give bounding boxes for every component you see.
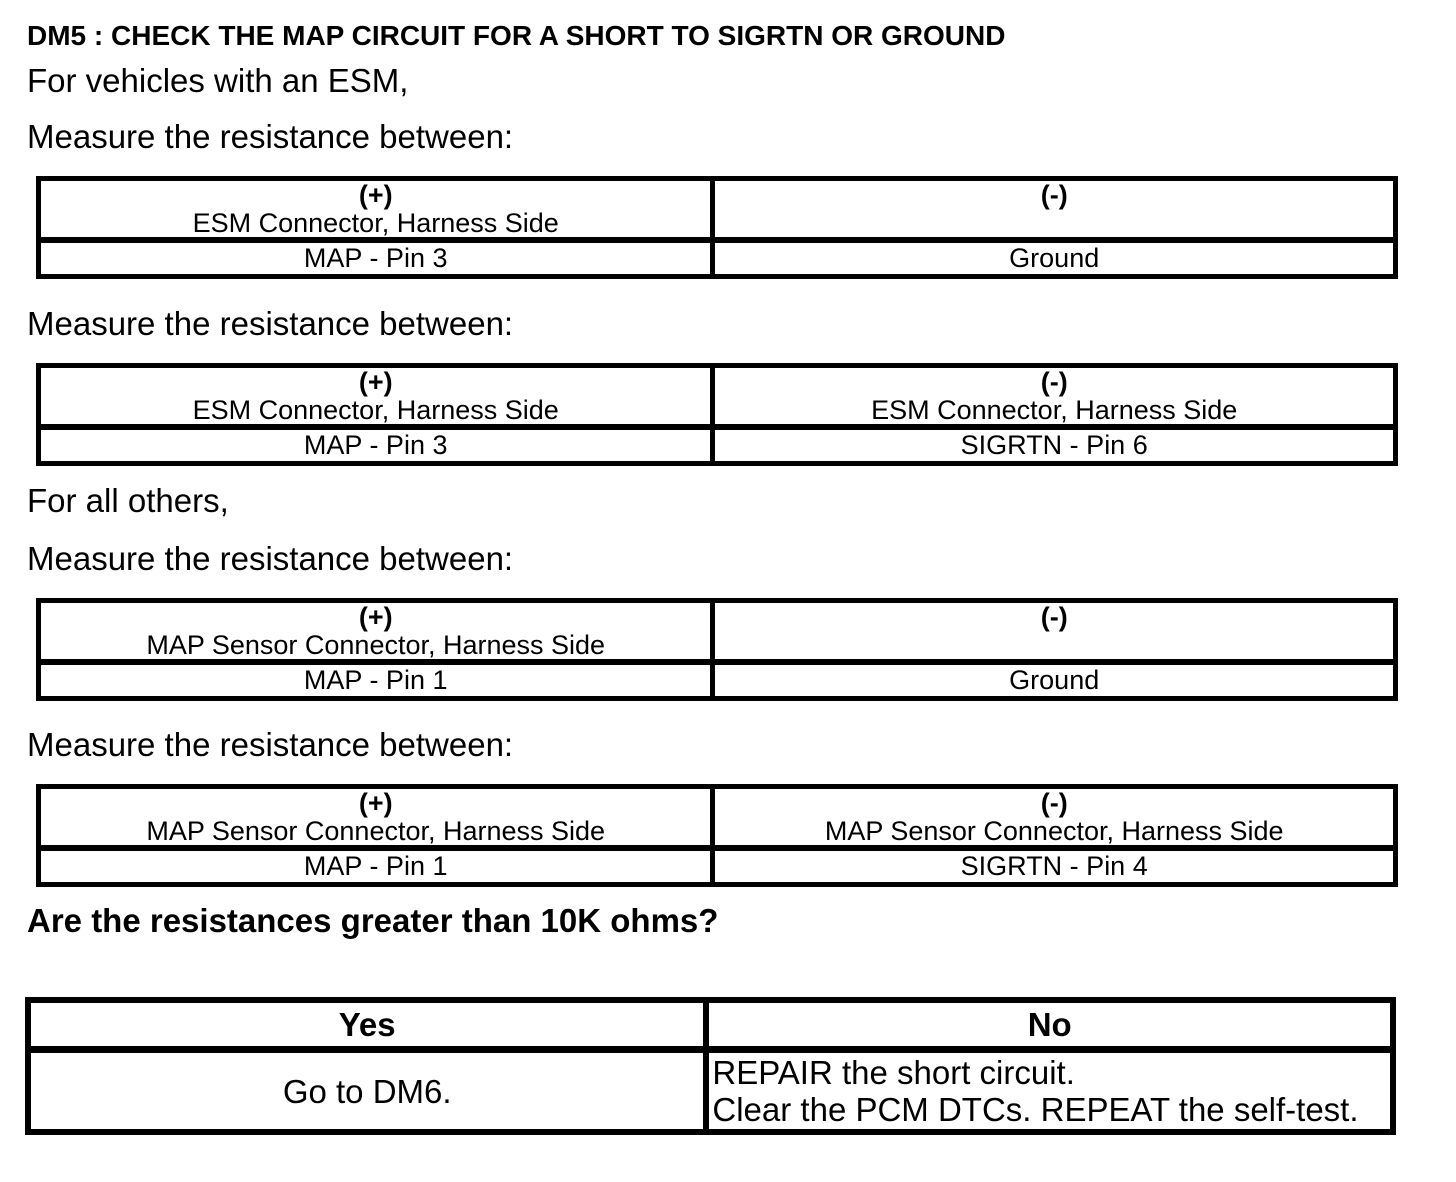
table-data-row: MAP - Pin 1 SIGRTN - Pin 4: [35, 845, 1398, 887]
measure-prompt-2: Measure the resistance between:: [27, 305, 514, 342]
minus-header-cell: (-): [710, 176, 1398, 243]
plus-pin-cell: MAP - Pin 1: [35, 659, 716, 701]
table-header-row: (+) MAP Sensor Connector, Harness Side (…: [35, 598, 1398, 665]
table-data-row: MAP - Pin 3 SIGRTN - Pin 6: [35, 424, 1398, 466]
minus-pin-cell: Ground: [710, 659, 1398, 701]
plus-pin-cell: MAP - Pin 3: [35, 237, 716, 279]
measure-prompt-4: Measure the resistance between:: [27, 726, 514, 763]
para-esm-intro: For vehicles with an ESM,: [27, 62, 409, 99]
plus-pin-cell: MAP - Pin 3: [35, 424, 716, 466]
plus-header-cell: (+) MAP Sensor Connector, Harness Side: [35, 598, 716, 665]
table-data-row: MAP - Pin 3 Ground: [35, 237, 1398, 279]
no-header-cell: No: [703, 997, 1396, 1053]
minus-connector-label: [715, 631, 1393, 659]
no-action-line-2: Clear the PCM DTCs. REPEAT the self-test…: [712, 1091, 1359, 1128]
question-text: Are the resistances greater than 10K ohm…: [27, 902, 719, 939]
table-data-row: MAP - Pin 1 Ground: [35, 659, 1398, 701]
para-all-others: For all others,: [27, 482, 229, 519]
minus-connector-label: ESM Connector, Harness Side: [871, 395, 1238, 425]
table-header-row: (+) MAP Sensor Connector, Harness Side (…: [35, 784, 1398, 851]
procedure-title: DM5 : CHECK THE MAP CIRCUIT FOR A SHORT …: [27, 20, 1006, 51]
measure-prompt-1: Measure the resistance between:: [27, 118, 514, 155]
minus-pin-cell: SIGRTN - Pin 4: [710, 845, 1398, 887]
plus-header-cell: (+) MAP Sensor Connector, Harness Side: [35, 784, 716, 851]
minus-connector-label: [715, 209, 1393, 237]
plus-connector-label: ESM Connector, Harness Side: [192, 395, 559, 425]
decision-table: Yes No Go to DM6. REPAIR the short circu…: [24, 997, 1396, 1135]
table-header-row: (+) ESM Connector, Harness Side (-): [35, 176, 1398, 243]
plus-sign: (+): [358, 788, 393, 818]
decision-header-row: Yes No: [24, 997, 1396, 1053]
plus-header-cell: (+) ESM Connector, Harness Side: [35, 363, 716, 430]
yes-header-cell: Yes: [24, 997, 710, 1053]
minus-sign: (-): [1040, 367, 1068, 397]
plus-header-cell: (+) ESM Connector, Harness Side: [35, 176, 716, 243]
resistance-table-map-sigrtn: (+) MAP Sensor Connector, Harness Side (…: [35, 784, 1398, 887]
plus-sign: (+): [358, 180, 393, 210]
minus-header-cell: (-) MAP Sensor Connector, Harness Side: [710, 784, 1398, 851]
plus-sign: (+): [358, 367, 393, 397]
minus-pin-cell: Ground: [710, 237, 1398, 279]
minus-header-cell: (-): [710, 598, 1398, 665]
measure-prompt-3: Measure the resistance between:: [27, 540, 514, 577]
plus-connector-label: MAP Sensor Connector, Harness Side: [146, 816, 606, 846]
minus-pin-cell: SIGRTN - Pin 6: [710, 424, 1398, 466]
yes-action-cell: Go to DM6.: [24, 1046, 710, 1135]
plus-sign: (+): [358, 602, 393, 632]
minus-sign: (-): [1040, 602, 1068, 632]
table-header-row: (+) ESM Connector, Harness Side (-) ESM …: [35, 363, 1398, 430]
resistance-table-esm-ground: (+) ESM Connector, Harness Side (-) MAP …: [35, 176, 1398, 279]
plus-connector-label: MAP Sensor Connector, Harness Side: [146, 630, 606, 660]
minus-header-cell: (-) ESM Connector, Harness Side: [710, 363, 1398, 430]
decision-action-row: Go to DM6. REPAIR the short circuit. Cle…: [24, 1046, 1396, 1135]
minus-sign: (-): [1040, 180, 1068, 210]
resistance-table-esm-sigrtn: (+) ESM Connector, Harness Side (-) ESM …: [35, 363, 1398, 466]
no-action-cell: REPAIR the short circuit. Clear the PCM …: [703, 1046, 1396, 1135]
minus-connector-label: MAP Sensor Connector, Harness Side: [824, 816, 1284, 846]
plus-pin-cell: MAP - Pin 1: [35, 845, 716, 887]
minus-sign: (-): [1040, 788, 1068, 818]
resistance-table-map-ground: (+) MAP Sensor Connector, Harness Side (…: [35, 598, 1398, 701]
plus-connector-label: ESM Connector, Harness Side: [192, 208, 559, 238]
no-action-line-1: REPAIR the short circuit.: [712, 1054, 1075, 1091]
